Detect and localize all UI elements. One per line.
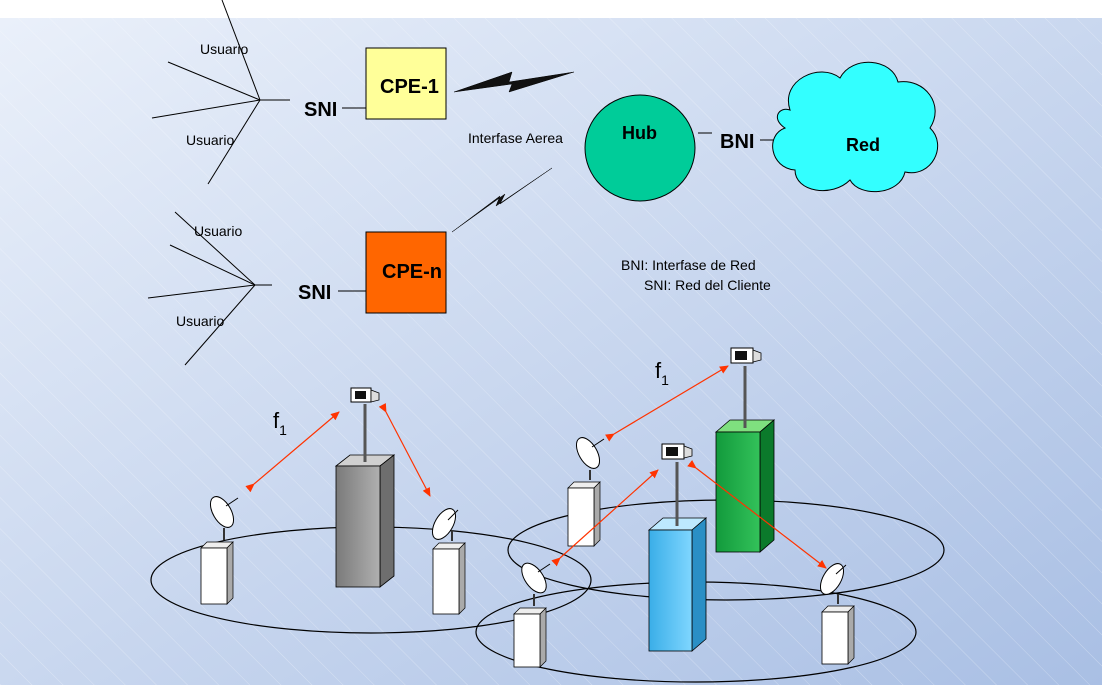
top-margin — [0, 0, 1102, 18]
link-arrow-1 — [245, 411, 340, 493]
hub-node — [584, 94, 696, 202]
air-interface-label: Interfase Aerea — [468, 130, 563, 146]
link-arrow-4 — [551, 469, 659, 567]
sni-label-1: SNI — [304, 99, 337, 121]
network-label: Red — [846, 135, 880, 155]
background-hatch — [0, 18, 1102, 685]
wireless-link-1 — [453, 71, 575, 93]
subscriber-station-5 — [819, 563, 855, 665]
link-arrow-2 — [378, 403, 431, 497]
user-lines-1 — [151, 0, 290, 185]
sni-label-2: SNI — [298, 282, 331, 304]
tower-blue — [647, 517, 708, 652]
user-label-2: Usuario — [186, 132, 234, 148]
legend-sni: SNI: Red del Cliente — [644, 277, 771, 293]
network-cloud — [772, 61, 939, 193]
cpe-n-box — [365, 231, 447, 314]
subscriber-station-4 — [513, 562, 551, 668]
user-label-4: Usuario — [176, 313, 224, 329]
antenna-mast-green — [730, 347, 762, 428]
link-arrow-3 — [605, 365, 729, 442]
subscriber-station-1 — [200, 496, 239, 605]
cpe-n-label: CPE-n — [382, 261, 442, 283]
subscriber-station-2 — [431, 508, 466, 615]
legend-bni: BNI: Interfase de Red — [621, 257, 756, 273]
bni-label: BNI — [720, 131, 754, 153]
user-label-3: Usuario — [194, 223, 242, 239]
link-arrow-5 — [687, 459, 827, 569]
frequency-label-left: f1 — [273, 408, 287, 438]
tower-gray — [334, 454, 396, 588]
antenna-mast-left — [350, 387, 380, 462]
antenna-mast-blue — [661, 443, 693, 526]
user-lines-2 — [147, 211, 272, 366]
wireless-link-2 — [451, 167, 553, 233]
tower-green — [714, 419, 776, 553]
cpe-1-label: CPE-1 — [380, 76, 439, 98]
frequency-label-right: f1 — [655, 358, 669, 388]
user-label-1: Usuario — [200, 41, 248, 57]
cpe-1-box — [365, 47, 447, 120]
hub-label: Hub — [622, 123, 657, 143]
